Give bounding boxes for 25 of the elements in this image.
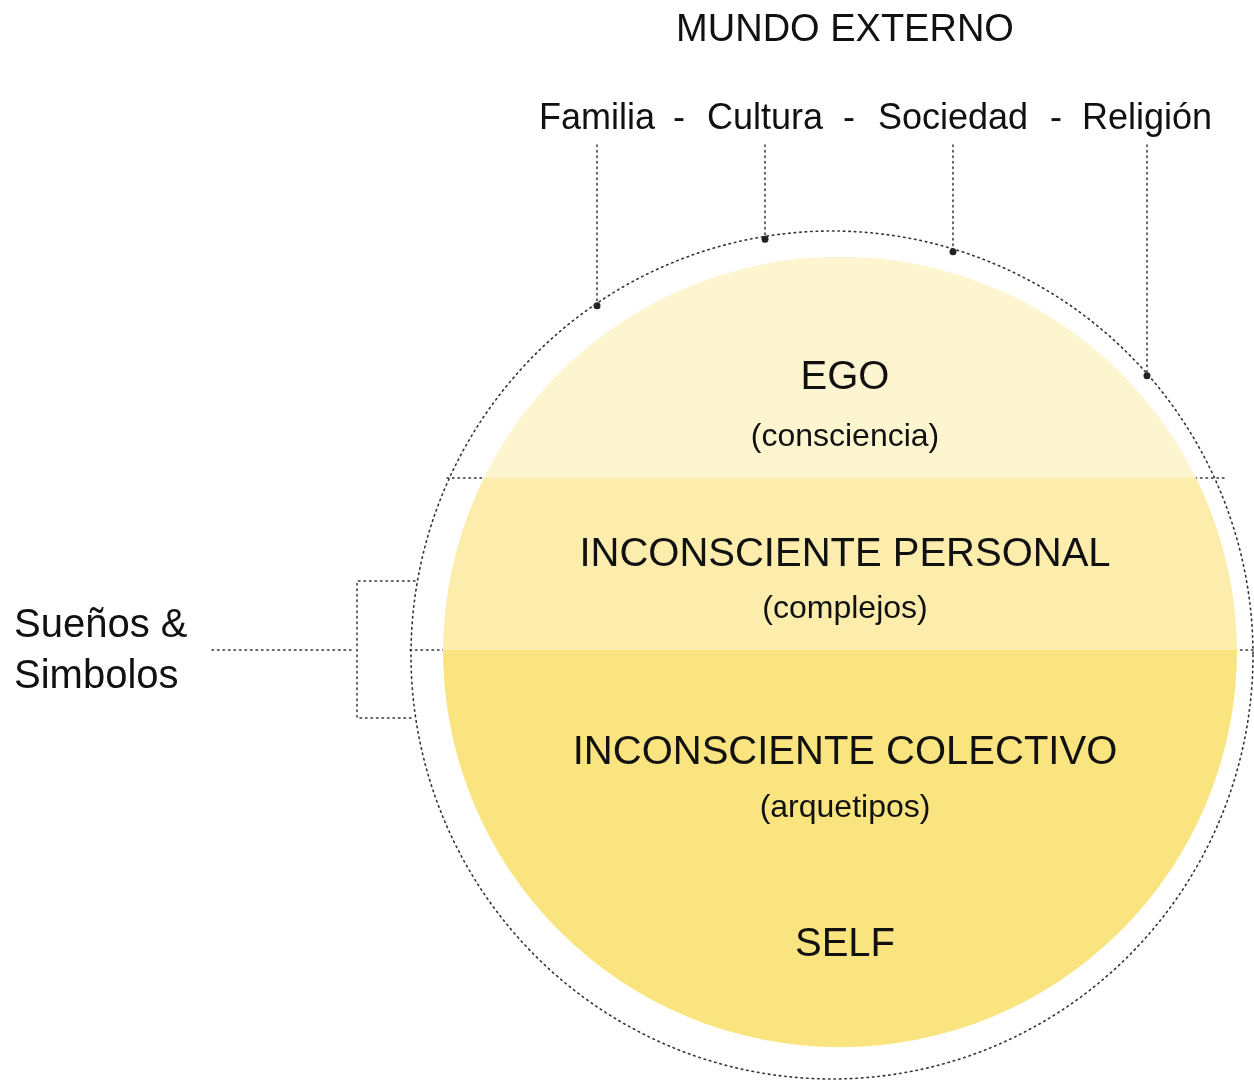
- dash-separator: -: [843, 99, 855, 135]
- leader-line: [1143, 144, 1151, 380]
- layer-band: [443, 650, 1237, 1050]
- subtitle-text: (complejos): [762, 591, 928, 623]
- category-label: Cultura: [706, 99, 824, 135]
- dash-separator: -: [673, 99, 685, 135]
- dotted-circle: [410, 230, 1254, 1080]
- layer-title: EGO: [800, 355, 890, 395]
- layer-title: INCONSCIENTE COLECTIVO: [572, 730, 1118, 770]
- category-label: Religión: [1081, 99, 1213, 135]
- diagram-title: MUNDO EXTERNO: [676, 9, 1014, 47]
- leader-line: [593, 144, 601, 310]
- layer-title: SELF: [795, 922, 895, 962]
- layer-band: [443, 478, 1237, 650]
- category-label: Familia: [539, 99, 655, 135]
- leader-line: [949, 144, 957, 256]
- layer-title: INCONSCIENTE PERSONAL: [579, 532, 1111, 572]
- leader-line: [211, 649, 353, 651]
- subtitle-text: (arquetipos): [759, 790, 931, 822]
- dash-separator: -: [1050, 99, 1062, 135]
- side-label: Sueños & Simbolos: [14, 598, 204, 700]
- layer-band: [484, 257, 1196, 478]
- subtitle-text: (consciencia): [750, 419, 940, 451]
- category-label: Sociedad: [877, 99, 1029, 135]
- leader-line: [761, 144, 769, 243]
